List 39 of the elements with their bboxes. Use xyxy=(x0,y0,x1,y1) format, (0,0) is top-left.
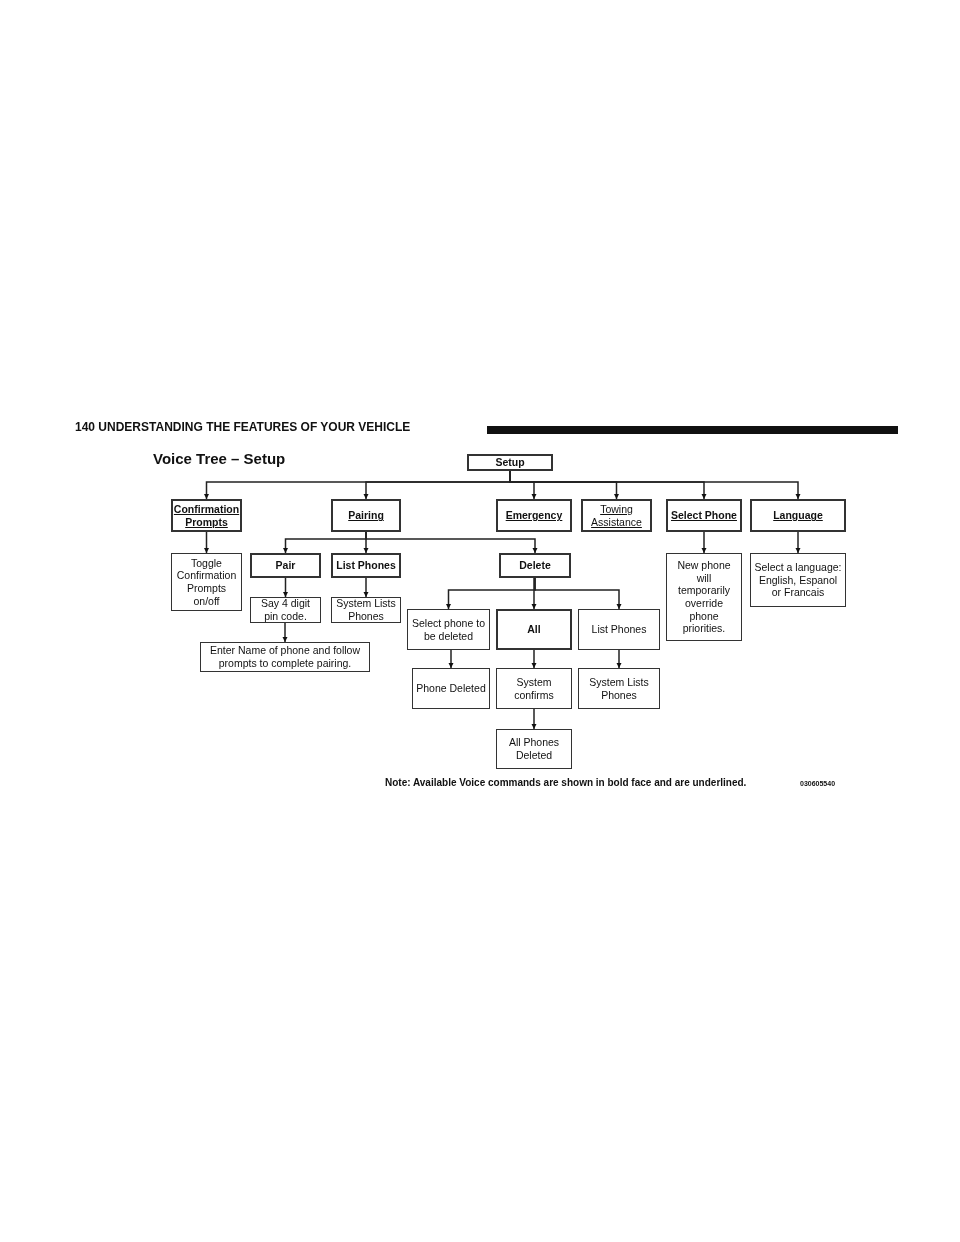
arrow xyxy=(531,708,537,730)
response-box: Say 4 digit pin code. xyxy=(250,597,321,623)
response-box: Select phone to be deleted xyxy=(407,609,490,650)
command-box: Language xyxy=(750,499,846,532)
response-box: List Phones xyxy=(578,609,660,650)
diagram-title: Voice Tree – Setup xyxy=(153,450,286,467)
response-box: System Lists Phones xyxy=(331,597,401,623)
arrow xyxy=(616,649,622,669)
response-box: Towing Assistance xyxy=(581,499,652,532)
command-box: Confirmation Prompts xyxy=(171,499,242,532)
command-box: Pair xyxy=(250,553,321,578)
arrow xyxy=(204,531,209,554)
arrow xyxy=(701,531,707,554)
response-box: Phone Deleted xyxy=(412,668,490,709)
arrow xyxy=(531,649,537,669)
arrow xyxy=(509,470,801,500)
command-box: Pairing xyxy=(331,499,401,532)
arrow xyxy=(448,649,454,669)
response-box: Enter Name of phone and follow prompts to complete pairing. xyxy=(200,642,370,672)
response-box: All Phones Deleted xyxy=(496,729,572,769)
command-box: All xyxy=(496,609,572,650)
arrow xyxy=(531,577,537,610)
response-box: New phone will temporarily override phone priorities. xyxy=(666,553,742,641)
command-box: Delete xyxy=(499,553,571,578)
response-box: Toggle Confirmation Prompts on/off xyxy=(171,553,242,611)
command-box: Setup xyxy=(467,454,553,471)
arrow xyxy=(795,531,801,554)
command-box: Emergency xyxy=(496,499,572,532)
response-box: System confirms xyxy=(496,668,572,709)
arrow xyxy=(282,622,288,643)
arrow xyxy=(365,531,538,554)
response-box: System Lists Phones xyxy=(578,668,660,709)
arrow xyxy=(534,577,622,610)
arrow xyxy=(363,577,369,598)
command-box: Select Phone xyxy=(666,499,742,532)
arrow xyxy=(283,577,288,598)
command-box: List Phones xyxy=(331,553,401,578)
response-box: Select a language: English, Espanol or Francais xyxy=(750,553,846,607)
page-header: 140 UNDERSTANDING THE FEATURES OF YOUR VEHICLE xyxy=(75,420,411,434)
